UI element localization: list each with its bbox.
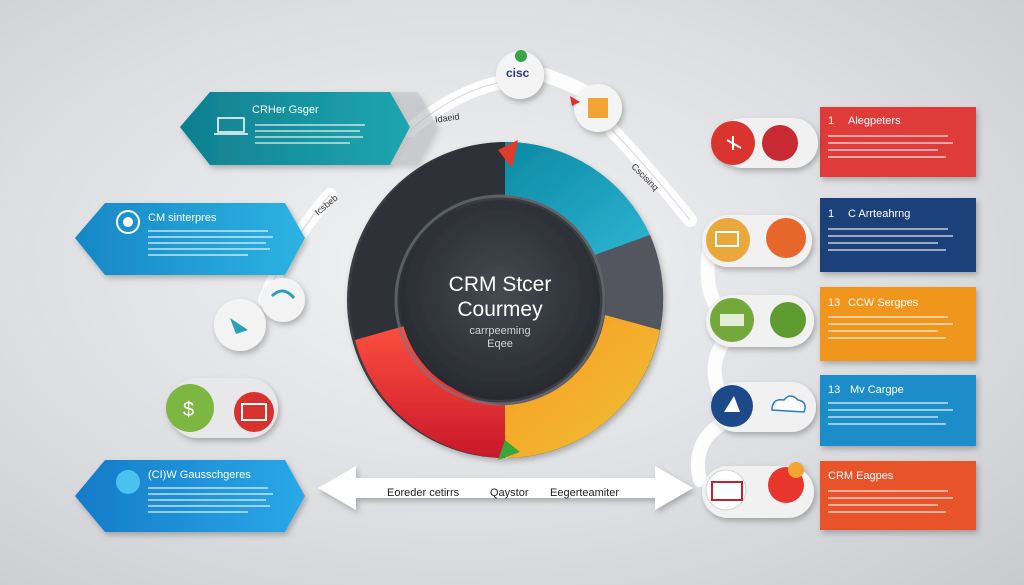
- left-card-3-title: (CI)W Gausschgeres: [148, 469, 251, 481]
- right-card-4-title: Mv Cargpe: [850, 384, 904, 396]
- right-card-1-number: 1: [828, 115, 835, 127]
- ring-arrow-top: [498, 140, 518, 168]
- left-card-2-icon: [116, 210, 140, 234]
- ring-segment-dark: [349, 142, 505, 340]
- bottom-arrow-middle-label: Qaystor: [490, 487, 529, 499]
- right-card-5: [820, 461, 976, 530]
- ring-segment-orange: [505, 315, 660, 458]
- right-card-3-title: CCW Sergpes: [848, 297, 919, 309]
- center-title: CRM Stcer Courmey: [400, 272, 600, 322]
- central-ring: [347, 140, 664, 460]
- bottom-arrow-right-label: Eegerteamiter: [550, 487, 620, 499]
- right-icon-pill-3: [706, 295, 814, 347]
- left-icon-cluster-lower: $: [166, 378, 278, 438]
- bottom-arrow-left-label: Eoreder cetirrs: [387, 487, 460, 499]
- right-icon-pill-5: [702, 462, 814, 518]
- left-card-3-icon: [116, 470, 140, 494]
- right-icon-pill-1: [711, 118, 818, 168]
- left-card-1: [180, 92, 438, 165]
- right-card-2-number: 1: [828, 208, 835, 220]
- center-subtitle-line1: carrpeeming: [469, 325, 531, 337]
- ring-segment-red: [355, 325, 505, 458]
- right-card-1-title: Alegpeters: [848, 115, 901, 127]
- right-card-4-number: 13: [828, 384, 841, 396]
- center-title-line2: Courmey: [457, 298, 543, 321]
- svg-text:$: $: [183, 399, 194, 421]
- right-icon-pill-2: [702, 215, 812, 267]
- left-card-2-title: CM sinterpres: [148, 212, 217, 224]
- bottom-double-arrow: [318, 466, 693, 510]
- top-logo-badge: [496, 50, 544, 99]
- center-title-line1: CRM Stcer: [448, 273, 552, 296]
- center-disc: [400, 200, 600, 400]
- left-card-1-icon: [214, 117, 248, 135]
- center-subtitle-line2: Eqee: [487, 338, 513, 350]
- top-logo-text: cisc: [506, 66, 530, 80]
- right-card-5-title: CRM Eagpes: [828, 470, 894, 482]
- left-icon-cluster-upper: [214, 278, 305, 351]
- ring-segment-graphite: [595, 235, 664, 330]
- right-icon-pill-4: [711, 382, 816, 432]
- left-card-1-title: CRHer Gsger: [252, 104, 319, 116]
- center-subtitle: carrpeeming Eqee: [400, 325, 600, 351]
- top-icon-badge: [570, 84, 622, 132]
- right-card-2-title: C Arrteahrng: [848, 208, 911, 220]
- ring-arrow-bottom: [498, 440, 520, 460]
- right-card-3-number: 13: [828, 297, 841, 309]
- ring-segment-teal: [505, 141, 650, 255]
- right-cards: [820, 107, 976, 530]
